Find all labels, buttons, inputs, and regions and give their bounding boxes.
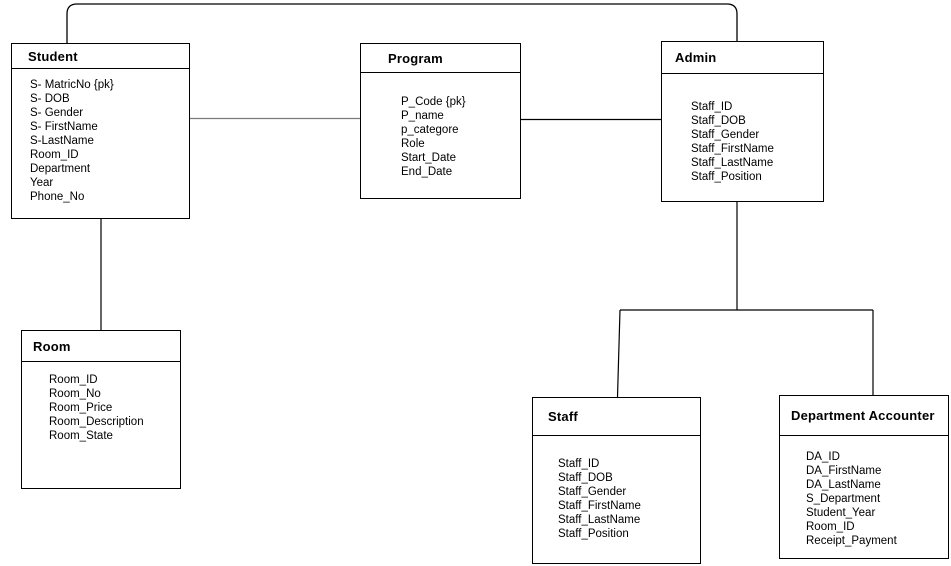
entity-student-title: Student <box>12 44 189 69</box>
entity-staff-title: Staff <box>533 398 700 436</box>
entity-field: Staff_DOB <box>691 115 746 127</box>
entity-field: S_Department <box>806 493 881 505</box>
entity-room-title: Room <box>22 331 180 362</box>
entity-field: Room_Price <box>49 402 113 414</box>
entity-field: Room_ID <box>49 374 98 386</box>
entity-program-title: Program <box>361 44 520 73</box>
entity-student-fields: S- MatricNo {pk} S- DOB S- Gender S- FirstN… <box>12 69 189 204</box>
entity-field: Staff_LastName <box>691 157 774 169</box>
connector-student-admin-top-loop <box>66 3 738 43</box>
entity-admin-title: Admin <box>662 42 823 74</box>
entity-field: P_Code {pk} <box>401 96 466 108</box>
entity-field: Staff_Position <box>691 171 762 183</box>
entity-field: Year <box>30 177 54 189</box>
entity-field: Room_ID <box>806 521 855 533</box>
entity-field: Receipt_Payment <box>806 535 897 547</box>
entity-field: DA_ID <box>806 451 840 463</box>
entity-field: Phone_No <box>30 191 85 203</box>
entity-field: Room_State <box>49 430 113 442</box>
entity-field: Staff_Gender <box>691 129 760 141</box>
entity-field: Room_ID <box>30 149 79 161</box>
entity-field: Room_Description <box>49 416 144 428</box>
entity-field: P_name <box>401 110 444 122</box>
entity-field: Role <box>401 138 425 150</box>
entity-field: Staff_FirstName <box>691 143 774 155</box>
entity-field: Staff_ID <box>558 458 600 470</box>
entity-field: Staff_DOB <box>558 472 613 484</box>
entity-field: Staff_LastName <box>558 514 641 526</box>
entity-field: Department <box>30 163 91 175</box>
entity-field: Staff_FirstName <box>558 500 641 512</box>
entity-field: End_Date <box>401 166 453 178</box>
entity-field: Start_Date <box>401 152 456 164</box>
entity-field: S- Gender <box>30 107 84 119</box>
entity-field: Staff_Gender <box>558 486 627 498</box>
entity-field: S- FirstName <box>30 121 98 133</box>
entity-field: S- DOB <box>30 93 70 105</box>
entity-department-accounter-title: Department Accounter <box>780 396 948 436</box>
entity-field: p_categore <box>401 124 459 136</box>
entity-field: Staff_Position <box>558 528 629 540</box>
connector-branch-staff <box>616 309 621 398</box>
entity-field: Student_Year <box>806 507 876 519</box>
entity-field: S- MatricNo {pk} <box>30 79 114 91</box>
entity-field: Room_No <box>49 388 101 400</box>
entity-field: Staff_ID <box>691 101 733 113</box>
entity-field: DA_LastName <box>806 479 881 491</box>
entity-field: DA_FirstName <box>806 465 882 477</box>
entity-field: S-LastName <box>30 135 94 147</box>
